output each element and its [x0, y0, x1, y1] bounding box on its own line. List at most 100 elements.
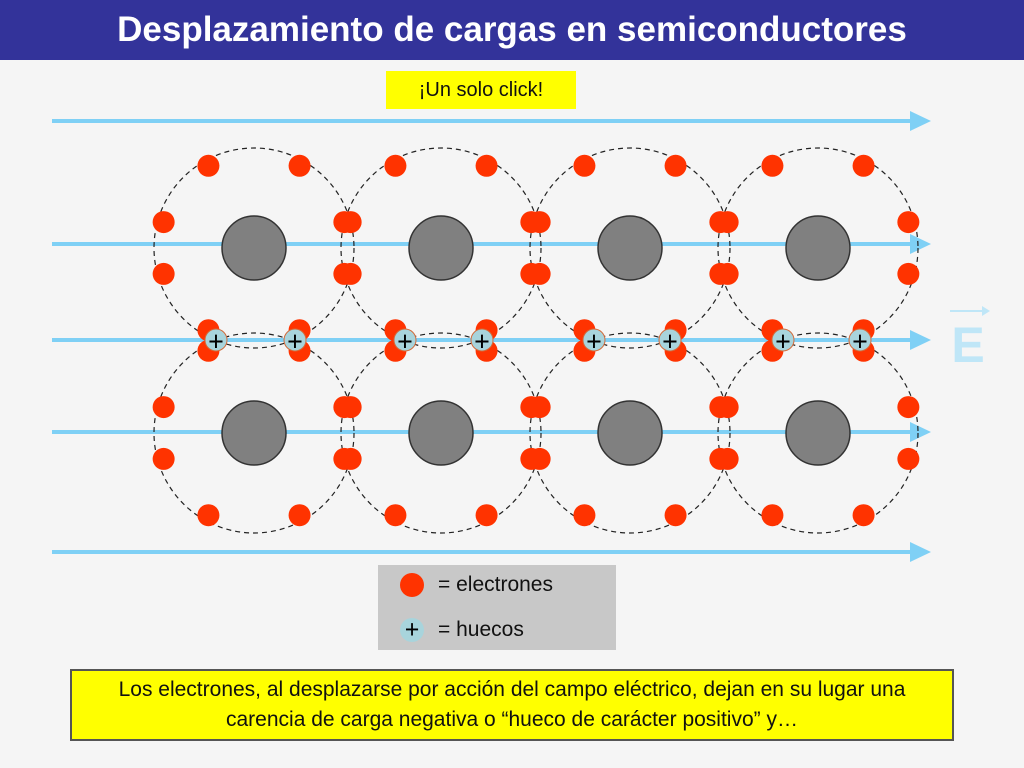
click-note: ¡Un solo click!	[386, 71, 576, 109]
field-arrow-head-4	[910, 422, 931, 442]
orbit-r2-c1	[153, 332, 355, 534]
electron-r2-c4-5	[761, 504, 784, 527]
electron-r1-c2-7	[339, 262, 362, 285]
field-label: E	[951, 317, 984, 373]
red-dot-icon	[400, 573, 424, 597]
orbit-r1-c4	[717, 147, 919, 349]
electron-r2-c2-7	[339, 396, 362, 419]
hole-6: +	[658, 327, 682, 358]
hole-4: +	[470, 327, 494, 358]
hole-symbol-1: +	[208, 327, 224, 358]
electron-r2-c1-6	[152, 447, 175, 470]
hole-1: +	[204, 327, 228, 358]
field-arrow-head-3	[910, 330, 931, 350]
nucleus-r1-c2	[408, 215, 474, 281]
nucleus-r2-c1	[221, 400, 287, 466]
field-label-group: E	[950, 306, 990, 373]
electron-r1-c3-8	[528, 211, 551, 234]
holes: + + + + + + + +	[204, 327, 872, 358]
legend-hole-symbol: +	[404, 615, 420, 644]
hole-circle-3	[393, 328, 417, 352]
electrons	[152, 154, 920, 527]
orbit-r2-c2	[340, 332, 542, 534]
hole-3: +	[393, 327, 417, 358]
hole-circle-4	[470, 328, 494, 352]
field-arrow-head-5	[910, 542, 931, 562]
atom-nuclei	[221, 215, 851, 466]
orbit-r1-c2	[340, 147, 542, 349]
electron-r1-c4-2	[852, 154, 875, 177]
electron-r1-c4-8	[716, 211, 739, 234]
orbit-r2-c4	[717, 332, 919, 534]
legend-electron-label: = electrones	[438, 573, 553, 596]
electron-r1-c3-2	[664, 154, 687, 177]
hole-circle-6	[658, 328, 682, 352]
electron-r1-c2-8	[339, 211, 362, 234]
hole-circle-7	[771, 328, 795, 352]
electron-r2-c2-6	[339, 447, 362, 470]
orbit-r2-c3	[529, 332, 731, 534]
hole-symbol-7: +	[775, 327, 791, 358]
plus-circle-icon: +	[400, 615, 424, 644]
orbit-r1-c1	[153, 147, 355, 349]
hole-symbol-2: +	[287, 327, 303, 358]
electron-r1-c3-7	[528, 262, 551, 285]
electron-r2-c3-5	[573, 504, 596, 527]
electron-r2-c2-4	[475, 504, 498, 527]
caption-text: Los electrones, al desplazarse por acció…	[118, 678, 906, 731]
hole-8: +	[848, 327, 872, 358]
electron-r1-c1-1	[197, 154, 220, 177]
electron-r1-c4-3	[897, 211, 920, 234]
electron-r1-c3-1	[573, 154, 596, 177]
electron-r2-c4-2	[897, 396, 920, 419]
electron-r1-c4-4	[897, 262, 920, 285]
hole-5: +	[582, 327, 606, 358]
electron-r1-c1-7	[152, 262, 175, 285]
nucleus-r1-c4	[785, 215, 851, 281]
electron-r2-c4-6	[716, 447, 739, 470]
hole-circle-2	[283, 328, 307, 352]
atom-orbits	[153, 147, 919, 534]
legend: = electrones + = huecos	[378, 565, 616, 650]
title-bar: Desplazamiento de cargas en semiconducto…	[0, 0, 1024, 60]
hole-symbol-4: +	[474, 327, 490, 358]
electron-r2-c1-5	[197, 504, 220, 527]
electron-r1-c4-1	[761, 154, 784, 177]
electron-r2-c4-7	[716, 396, 739, 419]
legend-row-holes: + = huecos	[400, 615, 524, 644]
nucleus-r2-c2	[408, 400, 474, 466]
electron-r2-c2-5	[384, 504, 407, 527]
nucleus-r1-c3	[597, 215, 663, 281]
hole-symbol-3: +	[397, 327, 413, 358]
electron-r1-c1-2	[288, 154, 311, 177]
electron-r1-c1-8	[152, 211, 175, 234]
legend-row-electrons: = electrones	[400, 573, 553, 597]
caption-box: Los electrones, al desplazarse por acció…	[70, 669, 954, 741]
legend-hole-label: = huecos	[438, 618, 524, 641]
field-arrow-head-2	[910, 234, 931, 254]
hole-7: +	[771, 327, 795, 358]
electron-r1-c2-2	[475, 154, 498, 177]
electron-r2-c4-4	[852, 504, 875, 527]
electron-r1-c2-1	[384, 154, 407, 177]
nucleus-r1-c1	[221, 215, 287, 281]
hole-circle-8	[848, 328, 872, 352]
nucleus-r2-c3	[597, 400, 663, 466]
nucleus-r2-c4	[785, 400, 851, 466]
hole-2: +	[283, 327, 307, 358]
hole-circle-1	[204, 328, 228, 352]
vector-overline-head	[982, 306, 990, 316]
slide-title: Desplazamiento de cargas en semiconducto…	[117, 10, 907, 49]
hole-symbol-8: +	[852, 327, 868, 358]
hole-symbol-5: +	[586, 327, 602, 358]
hole-symbol-6: +	[662, 327, 678, 358]
electron-r2-c1-7	[152, 396, 175, 419]
orbit-r1-c3	[529, 147, 731, 349]
hole-circle-5	[582, 328, 606, 352]
field-arrow-head-1	[910, 111, 931, 131]
electron-r2-c1-4	[288, 504, 311, 527]
electron-r2-c3-4	[664, 504, 687, 527]
electron-r2-c3-7	[528, 396, 551, 419]
electron-r1-c4-7	[716, 262, 739, 285]
